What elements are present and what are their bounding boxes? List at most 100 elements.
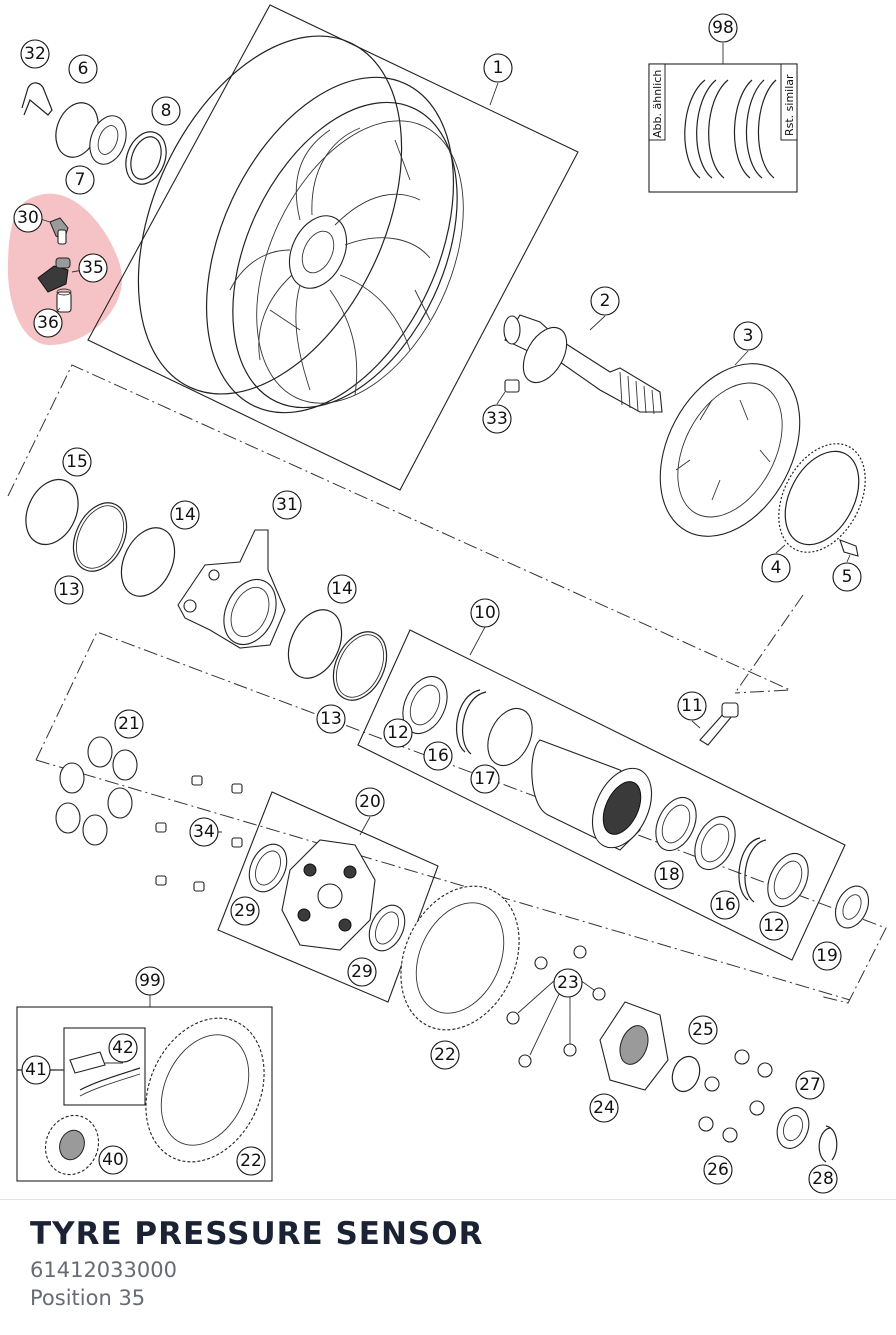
callout-26[interactable]: 26 xyxy=(703,1155,733,1185)
callout-13b[interactable]: 13 xyxy=(316,704,346,734)
caliper-bracket xyxy=(177,529,286,649)
callout-8[interactable]: 8 xyxy=(151,96,181,126)
svg-text:22: 22 xyxy=(434,1045,456,1065)
svg-text:7: 7 xyxy=(75,170,86,190)
callout-98[interactable]: 98 xyxy=(708,13,738,43)
svg-text:32: 32 xyxy=(24,44,46,64)
sprocket-carrier-box xyxy=(217,791,439,1003)
callout-28[interactable]: 28 xyxy=(808,1164,838,1194)
part-number: 61412033000 xyxy=(30,1258,177,1282)
callout-14b[interactable]: 14 xyxy=(327,574,357,604)
callout-24[interactable]: 24 xyxy=(589,1093,619,1123)
svg-text:29: 29 xyxy=(351,962,373,982)
callout-5[interactable]: 5 xyxy=(832,562,862,592)
svg-text:1: 1 xyxy=(493,58,504,78)
callout-11[interactable]: 11 xyxy=(677,691,707,721)
callout-41[interactable]: 41 xyxy=(21,1055,51,1085)
svg-text:2: 2 xyxy=(600,291,611,311)
callout-15[interactable]: 15 xyxy=(62,447,92,477)
svg-text:25: 25 xyxy=(692,1020,714,1040)
svg-text:41: 41 xyxy=(25,1060,47,1080)
callout-10[interactable]: 10 xyxy=(470,598,500,628)
wheel-assembly xyxy=(87,4,579,491)
svg-text:13: 13 xyxy=(58,580,80,600)
svg-text:3: 3 xyxy=(743,326,754,346)
callout-34[interactable]: 34 xyxy=(189,817,219,847)
axle-bolt xyxy=(699,702,739,746)
callout-7[interactable]: 7 xyxy=(65,165,95,195)
svg-text:16: 16 xyxy=(714,895,736,915)
callout-21[interactable]: 21 xyxy=(114,709,144,739)
sprocket-hub xyxy=(599,1001,669,1091)
callout-20[interactable]: 20 xyxy=(355,787,385,817)
callout-36[interactable]: 36 xyxy=(33,308,63,338)
svg-text:Abb. ähnlich: Abb. ähnlich xyxy=(651,70,664,138)
svg-text:36: 36 xyxy=(37,313,59,333)
svg-text:4: 4 xyxy=(771,558,782,578)
dust-seal xyxy=(834,885,870,929)
callout-18[interactable]: 18 xyxy=(654,860,684,890)
svg-text:98: 98 xyxy=(712,18,734,38)
callout-6[interactable]: 6 xyxy=(68,54,98,84)
svg-text:30: 30 xyxy=(17,208,39,228)
svg-text:Rst. similar: Rst. similar xyxy=(783,74,796,136)
callout-23[interactable]: 23 xyxy=(553,968,583,998)
svg-text:29: 29 xyxy=(234,901,256,921)
svg-text:16: 16 xyxy=(427,746,449,766)
chain-kit-box xyxy=(16,1006,273,1182)
hub-carrier-box xyxy=(357,629,846,961)
callout-42[interactable]: 42 xyxy=(108,1033,138,1063)
svg-text:26: 26 xyxy=(707,1160,729,1180)
svg-text:19: 19 xyxy=(816,946,838,966)
callout-27[interactable]: 27 xyxy=(795,1070,825,1100)
svg-text:11: 11 xyxy=(681,696,703,716)
callout-12a[interactable]: 12 xyxy=(383,718,413,748)
tag-similar-en: Rst. similar xyxy=(780,63,798,141)
callout-31[interactable]: 31 xyxy=(272,490,302,520)
tyre-pressure-sensor-group xyxy=(37,217,72,313)
svg-text:27: 27 xyxy=(799,1075,821,1095)
svg-text:21: 21 xyxy=(118,714,140,734)
svg-text:17: 17 xyxy=(474,769,496,789)
circlip-group xyxy=(21,82,167,185)
svg-text:13: 13 xyxy=(320,709,342,729)
callout-14a[interactable]: 14 xyxy=(170,500,200,530)
callout-1[interactable]: 1 xyxy=(483,53,513,83)
callout-2[interactable]: 2 xyxy=(590,286,620,316)
callout-25[interactable]: 25 xyxy=(688,1015,718,1045)
svg-text:5: 5 xyxy=(842,567,853,587)
callout-22b[interactable]: 22 xyxy=(236,1146,266,1176)
svg-text:40: 40 xyxy=(102,1150,124,1170)
callout-33[interactable]: 33 xyxy=(482,404,512,434)
svg-text:22: 22 xyxy=(240,1151,262,1171)
svg-text:14: 14 xyxy=(174,505,196,525)
callout-40[interactable]: 40 xyxy=(98,1145,128,1175)
svg-text:42: 42 xyxy=(112,1038,134,1058)
svg-text:23: 23 xyxy=(557,973,579,993)
callout-30[interactable]: 30 xyxy=(13,203,43,233)
callout-4[interactable]: 4 xyxy=(761,553,791,583)
brake-disc-group xyxy=(659,363,866,557)
callout-35[interactable]: 35 xyxy=(78,253,108,283)
callout-22a[interactable]: 22 xyxy=(430,1040,460,1070)
part-info-panel: TYRE PRESSURE SENSOR 61412033000 Positio… xyxy=(30,1212,870,1312)
callout-13a[interactable]: 13 xyxy=(54,575,84,605)
callout-17[interactable]: 17 xyxy=(470,764,500,794)
callout-99[interactable]: 99 xyxy=(135,966,165,996)
callout-29a[interactable]: 29 xyxy=(230,896,260,926)
svg-text:31: 31 xyxy=(276,495,298,515)
callout-16a[interactable]: 16 xyxy=(423,741,453,771)
spring-clip-box: Abb. ähnlich Rst. similar xyxy=(648,63,798,193)
callout-19[interactable]: 19 xyxy=(812,941,842,971)
exploded-parts-diagram: Abb. ähnlich Rst. similar xyxy=(7,4,887,1194)
callout-16b[interactable]: 16 xyxy=(710,890,740,920)
callout-29b[interactable]: 29 xyxy=(347,957,377,987)
callout-32[interactable]: 32 xyxy=(20,39,50,69)
rubber-dampers xyxy=(55,736,138,846)
callout-3[interactable]: 3 xyxy=(733,321,763,351)
callout-12b[interactable]: 12 xyxy=(759,911,789,941)
svg-text:99: 99 xyxy=(139,971,161,991)
svg-text:35: 35 xyxy=(82,258,104,278)
part-position: Position 35 xyxy=(30,1286,146,1310)
axle-group xyxy=(503,314,663,415)
